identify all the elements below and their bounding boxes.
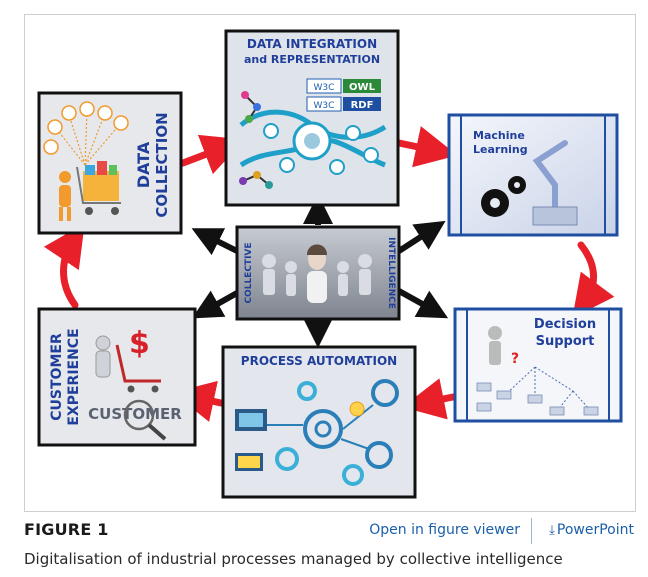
arrow-collection-to-integration xyxy=(179,134,245,175)
ml-title-line1: Machine xyxy=(473,129,525,142)
collective-intelligence-diagram: DATA INTEGRATION and REPRESENTATION W3C xyxy=(37,29,623,499)
spoke-upper-left xyxy=(191,228,239,256)
w3c-rdf-badge: W3C RDF xyxy=(306,96,381,112)
svg-text:?: ? xyxy=(511,351,519,367)
integration-title-line2: and REPRESENTATION xyxy=(244,53,380,66)
w3c-owl-badge: W3C OWL xyxy=(306,78,381,94)
figure-footer: FIGURE 1 Open in figure viewer ⤓PowerPoi… xyxy=(24,518,634,546)
customer-label: CUSTOMER xyxy=(88,405,182,423)
ml-title-line2: Learning xyxy=(473,143,528,156)
figure-frame: DATA INTEGRATION and REPRESENTATION W3C xyxy=(24,14,636,512)
box-decision-support: Decision Support ? xyxy=(453,307,623,423)
download-icon: ⤓ xyxy=(549,523,555,538)
footer-divider xyxy=(531,518,532,544)
shopping-cart-icon xyxy=(76,161,121,215)
humanoid-figure-icon xyxy=(307,244,327,303)
decision-title-line1: Decision xyxy=(534,317,596,332)
box-process-automation: PROCESS AUTOMATION xyxy=(221,345,417,499)
figure-caption: Digitalisation of industrial processes m… xyxy=(24,550,563,568)
robot-arm-icon xyxy=(532,140,568,218)
open-figure-viewer-link[interactable]: Open in figure viewer xyxy=(369,522,520,538)
person-figure-icon xyxy=(59,171,71,221)
collection-title-line2: COLLECTION xyxy=(153,112,171,217)
customer-title-line2: EXPERIENCE xyxy=(66,328,82,425)
person-figure-icon xyxy=(95,335,111,378)
svg-text:W3C: W3C xyxy=(314,101,335,111)
integration-title-line1: DATA INTEGRATION xyxy=(247,37,377,51)
powerpoint-link[interactable]: ⤓PowerPoint xyxy=(549,522,634,538)
arrow-customer-to-collection xyxy=(43,223,85,309)
gear-icon xyxy=(481,176,526,217)
magnifier-icon xyxy=(123,399,167,441)
automation-title: PROCESS AUTOMATION xyxy=(241,354,397,368)
svg-text:RDF: RDF xyxy=(351,100,374,111)
arrow-decision-to-automation xyxy=(402,378,457,420)
spoke-lower-left xyxy=(191,290,239,319)
arrow-learning-to-decision xyxy=(572,241,615,318)
arrow-automation-to-customer xyxy=(172,380,225,422)
ci-label-right: INTELLIGENCE xyxy=(386,237,396,309)
arrow-integration-to-learning xyxy=(395,126,458,168)
cycle-arrows xyxy=(43,126,615,422)
spoke-lower-right xyxy=(397,288,449,319)
decision-title-line2: Support xyxy=(536,334,595,349)
gears-network-icon xyxy=(263,379,399,486)
customer-title-line1: CUSTOMER xyxy=(49,333,65,421)
dollar-cart-icon: $ xyxy=(115,326,161,393)
molecule-icon xyxy=(239,171,273,189)
svg-text:OWL: OWL xyxy=(349,82,376,93)
molecule-icon xyxy=(241,91,261,123)
robot-crowd-icon xyxy=(262,254,372,296)
box-data-integration: DATA INTEGRATION and REPRESENTATION W3C xyxy=(224,29,400,207)
spoke-arrows xyxy=(191,194,449,348)
box-collective-intelligence: COLLECTIVE INTELLIGENCE xyxy=(235,225,401,321)
svg-text:$: $ xyxy=(129,326,150,361)
svg-text:W3C: W3C xyxy=(314,83,335,93)
figure-label: FIGURE 1 xyxy=(24,520,109,539)
thinker-figure-icon: ? xyxy=(488,326,519,367)
monitor-icon xyxy=(235,409,267,471)
box-data-collection: DATA COLLECTION xyxy=(37,91,183,235)
powerpoint-label: PowerPoint xyxy=(556,522,634,538)
box-machine-learning: Machine Learning xyxy=(447,113,619,237)
box-customer-experience: CUSTOMER EXPERIENCE $ CUSTOMER xyxy=(37,307,197,447)
spoke-upper-right xyxy=(397,220,446,254)
ci-label-left: COLLECTIVE xyxy=(244,242,254,303)
lightbulb-icon xyxy=(349,401,365,417)
collection-title-line1: DATA xyxy=(134,141,153,188)
